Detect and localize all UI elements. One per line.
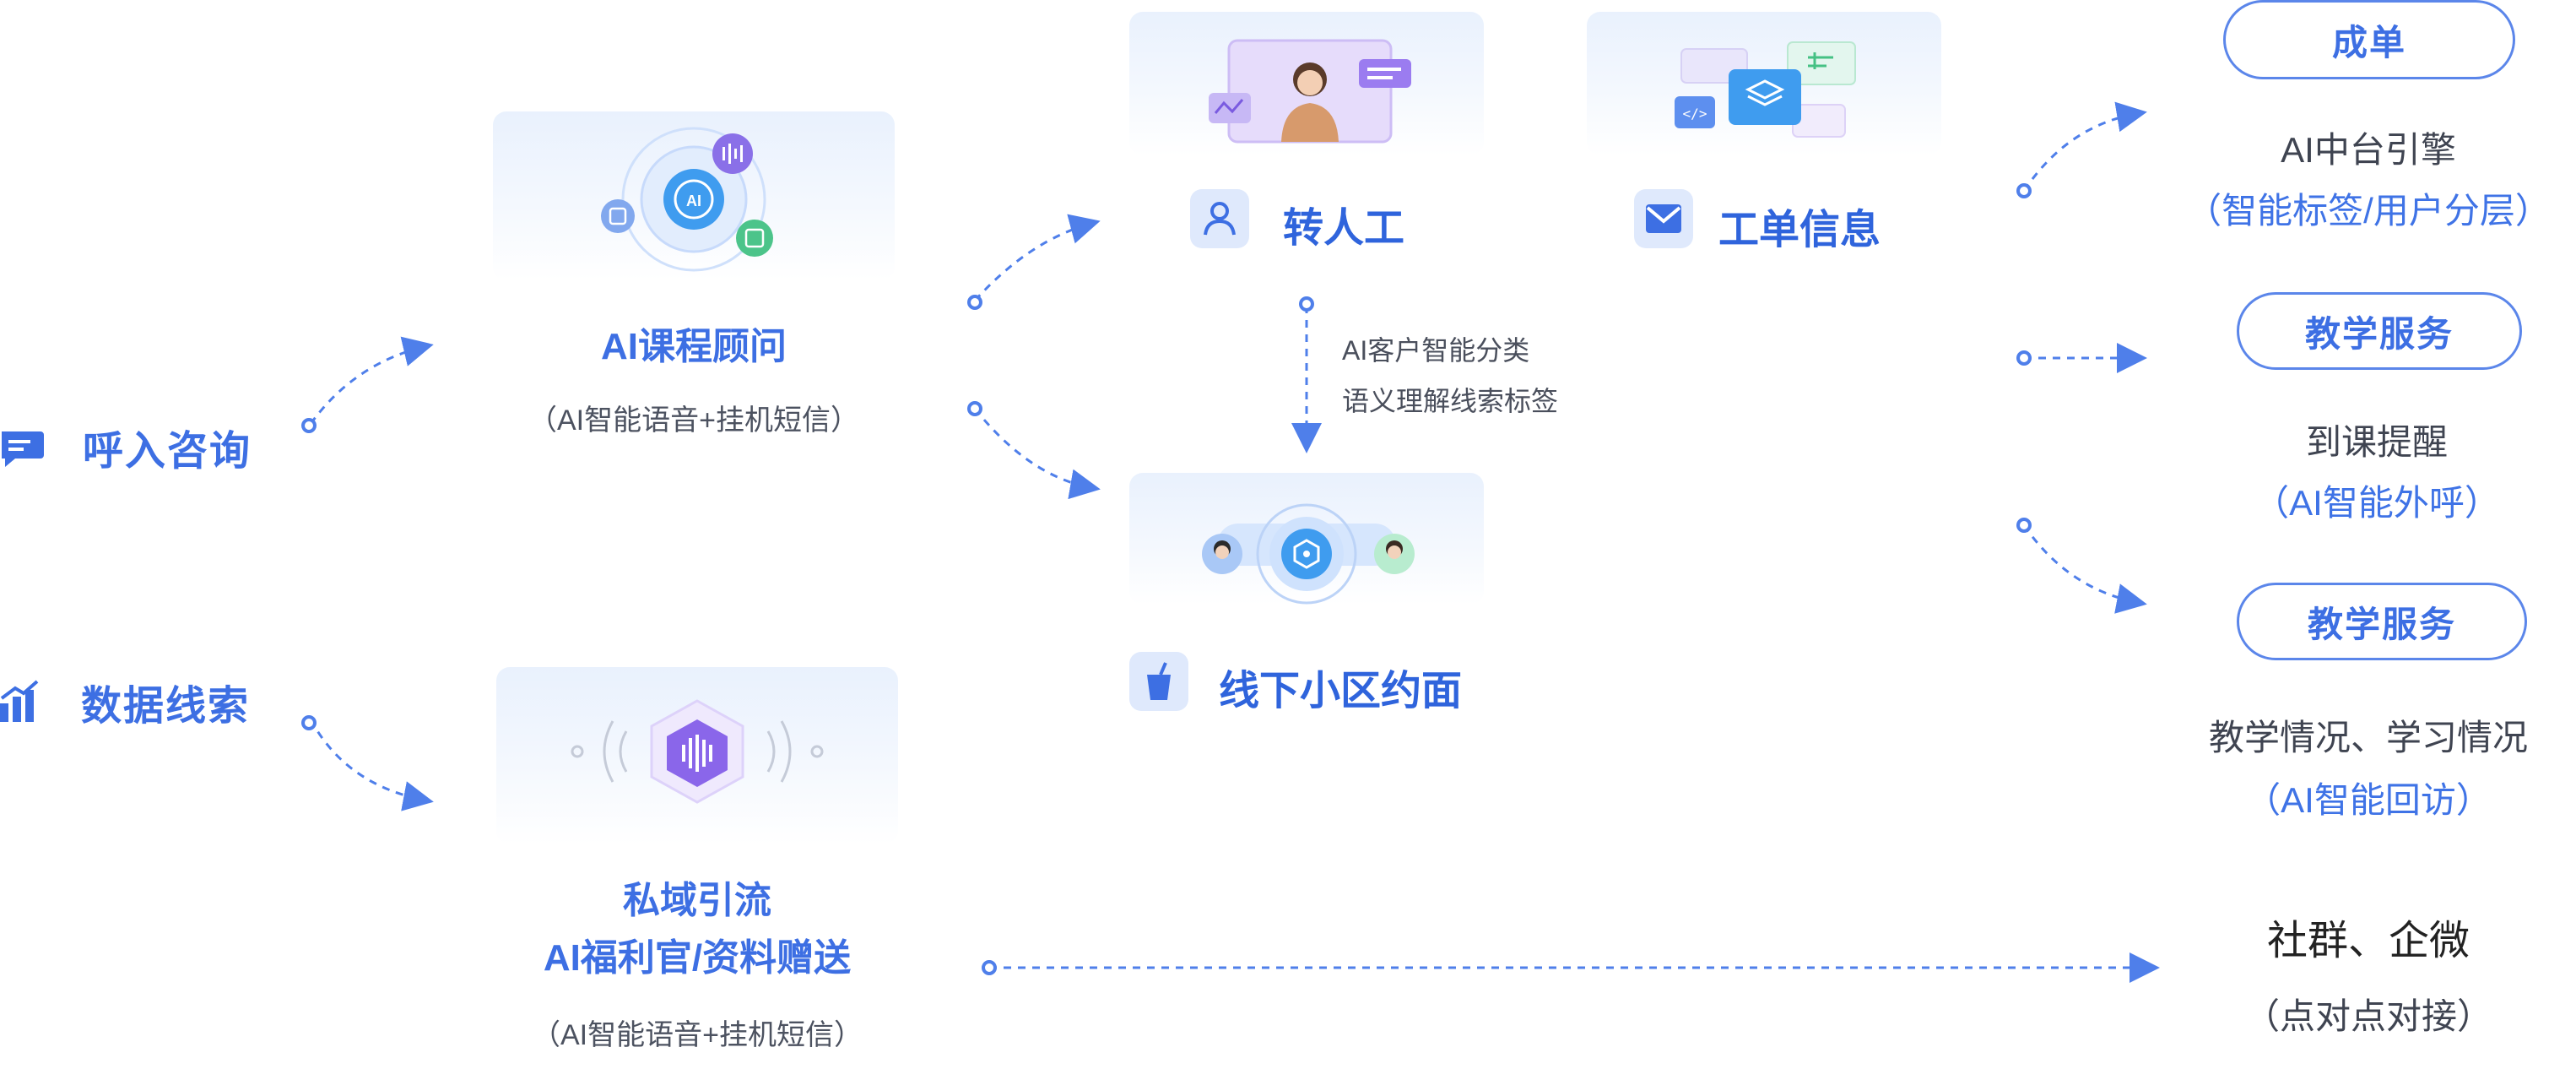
person-icon <box>1190 189 1249 248</box>
teach1-sub: （AI智能外呼） <box>2254 483 2500 523</box>
connector-to-teach2 <box>2022 524 2147 614</box>
source-data-leads-label: 数据线索 <box>81 684 251 729</box>
connector-to-deal <box>2022 101 2147 192</box>
bar-chart-icon <box>0 680 39 722</box>
mail-icon <box>1634 189 1693 248</box>
community-sub: （点对点对接） <box>2243 996 2492 1036</box>
classify-note-1: AI客户智能分类 <box>1342 335 1530 366</box>
source-inbound-label: 呼入咨询 <box>83 429 252 474</box>
svg-text:</>: </> <box>1683 106 1707 122</box>
offline-card <box>1129 473 1484 605</box>
ticket-label: 工单信息 <box>1718 208 1881 252</box>
deal-sub: （智能标签/用户分层） <box>2186 191 2551 231</box>
ai-course-sub: （AI智能语音+挂机短信） <box>528 404 859 437</box>
transfer-label: 转人工 <box>1283 206 1405 251</box>
chat-icon <box>2 431 44 467</box>
sound-wave-icon <box>571 699 824 804</box>
ai-course-title: AI课程顾问 <box>601 326 787 367</box>
private-title-2: AI福利官/资料赠送 <box>543 937 852 979</box>
private-sub: （AI智能语音+挂机短信） <box>532 1019 863 1051</box>
deal-main: AI中台引擎 <box>2281 130 2456 170</box>
cup-icon <box>1129 652 1188 711</box>
connector-to-transfer <box>973 214 1101 302</box>
teach2-pill: 教学服务 <box>2237 583 2527 660</box>
teach2-main: 教学情况、学习情况 <box>2208 718 2528 757</box>
teach2-sub: （AI智能回访） <box>2245 780 2492 820</box>
offline-label: 线下小区约面 <box>1219 669 1463 714</box>
ticket-card: </> <box>1587 12 1941 155</box>
connector-leads <box>309 719 434 811</box>
private-domain-card <box>496 667 898 844</box>
connector-to-offline <box>973 408 1101 500</box>
teach1-pill: 教学服务 <box>2237 292 2522 370</box>
deal-pill: 成单 <box>2223 0 2515 79</box>
agent-illustration-icon <box>1209 39 1411 144</box>
connector-inbound <box>309 336 434 425</box>
community-main: 社群、企微 <box>2266 919 2470 963</box>
teach1-main: 到课提醒 <box>2305 422 2448 462</box>
network-illustration-icon <box>1202 503 1415 605</box>
source-data-leads: 数据线索 <box>0 672 250 731</box>
ai-head-icon: AI <box>601 127 773 272</box>
ai-course-card: AI <box>493 111 895 280</box>
layers-illustration-icon: </> <box>1675 41 1856 138</box>
private-title-1: 私域引流 <box>623 880 771 921</box>
ai-badge-text: AI <box>686 193 701 209</box>
classify-note-2: 语义理解线索标签 <box>1342 386 1559 416</box>
transfer-card <box>1129 12 1484 155</box>
source-inbound: 呼入咨询 <box>0 417 252 476</box>
